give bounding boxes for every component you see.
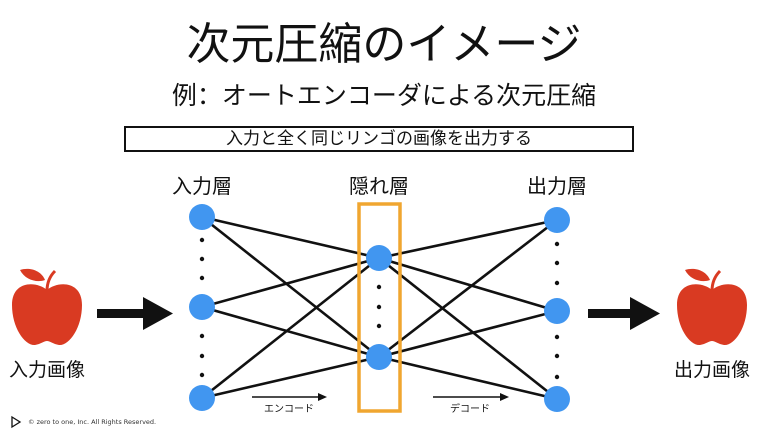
neuron-node [366, 245, 392, 271]
dot [199, 353, 205, 359]
edge [201, 256, 380, 309]
edge [201, 305, 380, 359]
dot [554, 374, 560, 380]
encode-label: エンコード [264, 404, 314, 415]
nodes [189, 204, 570, 412]
edge [378, 218, 558, 359]
neuron-node [544, 386, 570, 412]
input-apple-icon [12, 268, 82, 346]
dot [554, 280, 560, 286]
edge [378, 256, 558, 401]
input-layer-label: 入力層 [172, 174, 232, 198]
hidden-layer-label: 隠れ層 [349, 174, 409, 198]
page-title: 次元圧縮のイメージ [186, 19, 582, 70]
dot [554, 353, 560, 359]
dot [199, 237, 205, 243]
dot [199, 256, 205, 262]
edge [378, 309, 558, 359]
dot [376, 304, 382, 310]
edge [201, 256, 380, 400]
decode-label: デコード [450, 404, 490, 415]
input-arrow-icon [97, 297, 173, 330]
dot [199, 372, 205, 378]
neuron-node [366, 344, 392, 370]
dot [554, 334, 560, 340]
subtitle: 例：オートエンコーダによる次元圧縮 [171, 81, 597, 110]
output-arrow-icon [588, 297, 660, 330]
input-image-label: 入力画像 [8, 359, 86, 381]
caption-box: 入力と全く同じリンゴの画像を出力する [124, 126, 634, 152]
encode-arrow-icon [252, 393, 327, 401]
ellipsis-dots [199, 237, 560, 380]
neuron-node [189, 294, 215, 320]
edge [201, 215, 380, 359]
dot [199, 275, 205, 281]
neuron-node [189, 385, 215, 411]
dot [554, 260, 560, 266]
copyright-footer: © zero to one, Inc. All Rights Reserved. [28, 418, 157, 426]
edge [201, 355, 380, 400]
output-apple-icon [677, 268, 747, 346]
dot [554, 241, 560, 247]
edge [378, 355, 558, 401]
output-layer-label: 出力層 [527, 174, 587, 198]
edge [201, 215, 380, 260]
neuron-node [544, 298, 570, 324]
dot [376, 284, 382, 290]
dot [199, 333, 205, 339]
logo-icon [11, 415, 22, 429]
dot [376, 323, 382, 329]
output-image-label: 出力画像 [673, 359, 751, 381]
edge [378, 256, 558, 313]
neuron-node [544, 207, 570, 233]
neuron-node [189, 204, 215, 230]
decode-arrow-icon [433, 393, 509, 401]
edge [378, 218, 558, 260]
connections [201, 215, 558, 401]
hidden-layer-highlight [357, 202, 402, 413]
